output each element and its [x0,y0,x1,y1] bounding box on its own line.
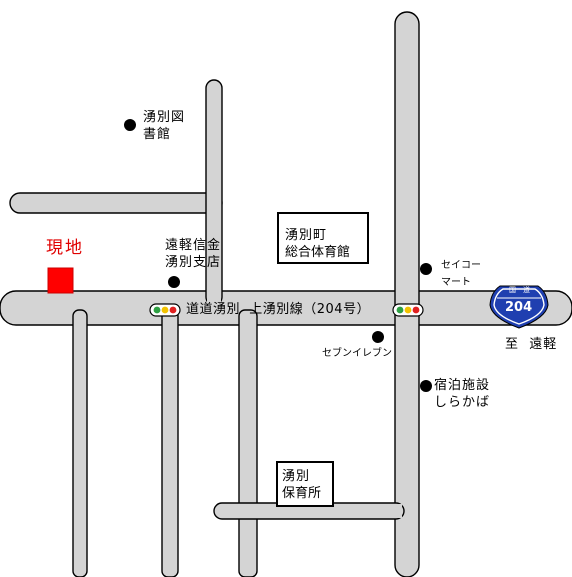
library-dot [124,119,136,131]
site-label: 現地 [46,238,84,258]
nursery-building: 湧別 保育所 [276,461,334,507]
seicomart-dot [420,263,432,275]
seicomart-label-line2: マート [441,277,471,288]
shinkin-label-line2: 湧別支店 [165,255,222,270]
route-shield-number: 204 [505,300,533,315]
lodging-label-line1: 宿泊施設 [434,378,491,393]
shinkin-label-line1: 遠軽信金 [165,238,222,253]
gym-label-line1: 湧別町 [285,228,328,243]
nursery-label-line1: 湧別 [282,469,311,484]
seven-eleven-dot [372,331,384,343]
main-road [0,290,572,326]
route-shield-top: 国 道 [509,286,530,294]
gym-building: 湧別町 総合体育館 [277,212,369,264]
upper-spur-road [9,192,223,214]
middle-lower-road [161,309,179,577]
seicomart-label-line1: セイコー [441,260,481,271]
traffic-signal-west-icon [149,303,181,317]
seven-eleven-label: セブンイレブン [322,348,392,359]
main-road-label: 道道湧別 上湧別線（204号） [186,302,371,317]
direction-label: 至 遠軽 [505,337,558,352]
library-road [205,79,223,306]
library-label-line2: 書館 [143,127,172,142]
library-label-line1: 湧別図 [143,110,186,125]
nursery-label-line2: 保育所 [282,486,322,501]
gym-lower-road [238,309,258,577]
traffic-signal-east-icon [392,303,424,317]
site-marker [47,267,74,294]
route-shield-icon [489,285,549,329]
lodging-label-line2: しらかば [434,395,491,410]
west-lower-road [72,309,88,577]
shinkin-dot [168,276,180,288]
lodging-dot [420,380,432,392]
gym-label-line2: 総合体育館 [285,245,351,260]
